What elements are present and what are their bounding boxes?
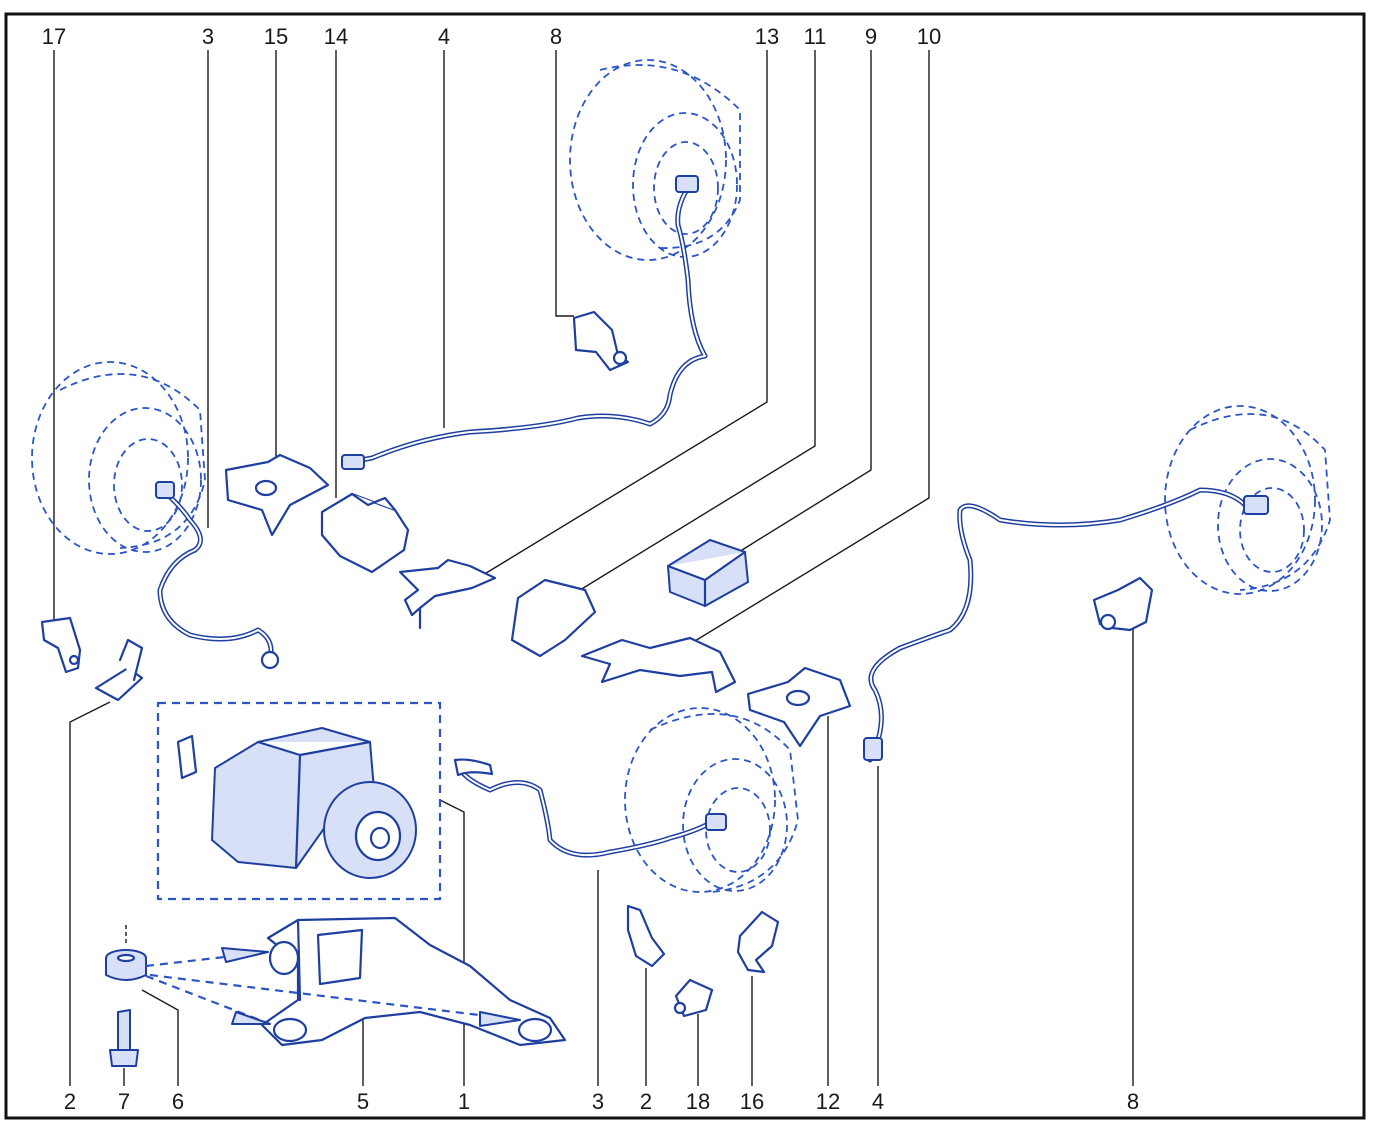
callout-2-bottom: 2 [640,1089,652,1114]
callout-7-bottom: 7 [118,1089,130,1114]
callout-4-top: 4 [438,24,450,49]
wheel-speed-sensor-rear-left [453,758,727,858]
clip-8-right [1092,576,1154,632]
rubber-spacer-6 [105,925,147,981]
callout-10-top: 10 [917,24,941,49]
callout-14-top: 14 [324,24,348,49]
bolt-7 [109,1009,139,1067]
clip-16 [736,910,780,974]
abs-unit-box [156,701,442,901]
abs-mounting-bracket-5 [260,916,567,1047]
callout-5-bottom: 5 [357,1089,369,1114]
bracket-10 [580,636,737,694]
callout-6-bottom: 6 [172,1089,184,1114]
callout-12-bottom: 12 [816,1089,840,1114]
wheel-front-left-ghost [31,361,206,555]
wheel-speed-sensor-front-right [341,175,708,470]
callout-3-bottom: 3 [592,1089,604,1114]
callout-18-bottom: 18 [686,1089,710,1114]
abs-hydraulic-unit [176,727,417,879]
callout-3-top: 3 [202,24,214,49]
wheel-speed-sensor-rear-right [863,487,1269,763]
wheel-rear-right-ghost [1164,405,1331,595]
callout-8-bottom: 8 [1127,1089,1139,1114]
bracket-15 [224,453,330,537]
callout-4-bottom: 4 [872,1089,884,1114]
clip-17 [40,616,82,674]
bracket-12 [746,666,852,748]
clip-8-top [572,310,630,372]
callout-16-bottom: 16 [740,1089,764,1114]
diagram-frame [4,12,1366,1120]
yaw-rate-sensor-9 [666,539,749,608]
callout-13-top: 13 [755,24,779,49]
callout-17-top: 17 [42,24,66,49]
bracket-14 [320,492,410,574]
callout-8-top: 8 [550,24,562,49]
bracket-11 [510,578,597,658]
callouts-top: 17 3 15 14 4 8 13 11 9 10 [42,24,941,49]
wheel-speed-sensor-front-left [155,481,280,670]
wheel-rear-left-ghost [624,707,799,893]
callout-15-top: 15 [264,24,288,49]
clip-2-bottom [626,904,666,968]
callouts-bottom: 2 7 6 5 1 3 2 18 16 12 4 8 [64,1089,1139,1114]
leader-lines [53,50,1134,1086]
callout-2-bottom-left: 2 [64,1089,76,1114]
installation-arrows [145,947,521,1027]
callout-9-top: 9 [865,24,877,49]
wheel-front-right-ghost [569,59,741,261]
bracket-13 [398,558,497,630]
callout-11-top: 11 [804,24,827,49]
clip-2-left [94,638,144,702]
clip-18 [673,978,714,1018]
callout-1-bottom: 1 [458,1089,470,1114]
